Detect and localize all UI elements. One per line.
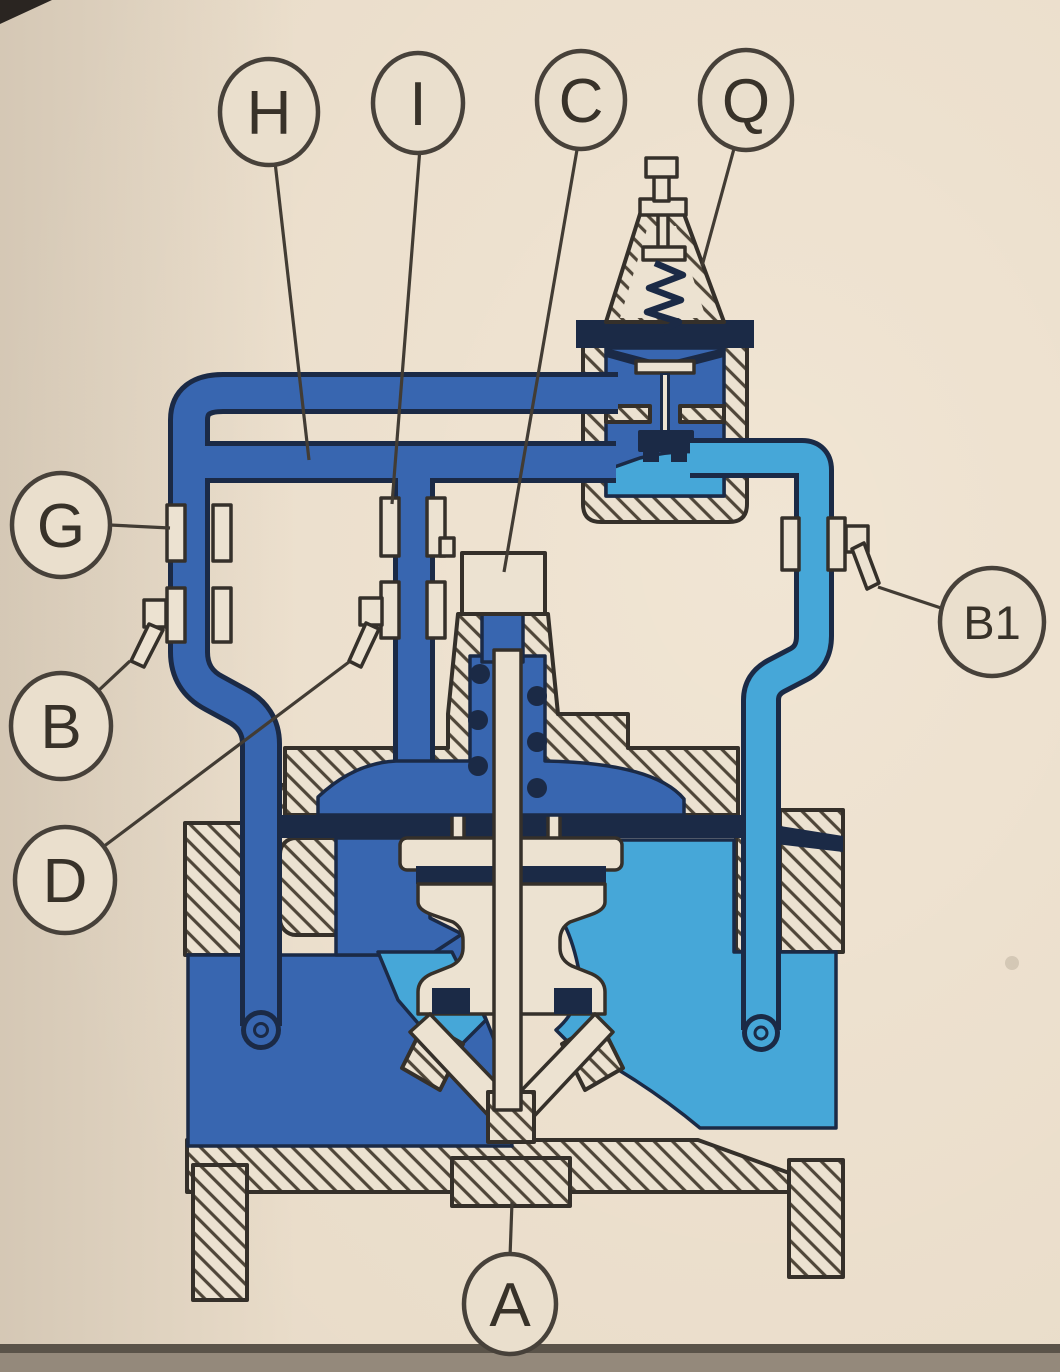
union-I: [379, 496, 456, 558]
photo-corner-shadow: [0, 0, 52, 24]
seat-seal: [554, 988, 592, 1014]
pilot-diaphragm-plate: [634, 359, 696, 375]
left-leg: [191, 1163, 249, 1302]
drain-boss: [450, 1156, 572, 1208]
callout-letter: B: [40, 693, 81, 762]
leader-G: [109, 523, 171, 530]
adjusting-rod: [656, 212, 670, 252]
callout-letter: A: [489, 1271, 531, 1340]
inlet-flange: [183, 821, 245, 957]
callout-letter: I: [409, 70, 426, 139]
callout-C: C: [534, 48, 628, 152]
pilot-bonnet-clamp: [576, 320, 754, 348]
pilot-spring: [643, 260, 687, 333]
high-pressure-pilot-piping: [168, 372, 618, 1050]
union-G: [165, 503, 233, 563]
callout-G: G: [9, 470, 113, 580]
callout-Q: Q: [697, 47, 795, 153]
bleed-cock-B: [129, 586, 233, 669]
callout-B1: B1: [937, 565, 1047, 679]
callout-I: I: [370, 50, 466, 156]
leader-A: [508, 1201, 514, 1258]
position-indicator-housing: [460, 551, 547, 616]
seat-seal: [432, 988, 470, 1014]
adjusting-screw-shank: [652, 173, 671, 203]
callout-letter: G: [37, 492, 85, 561]
leader-I: [390, 147, 422, 505]
spring-button: [641, 245, 687, 262]
leader-B1: [877, 585, 942, 610]
bleed-cock-B1: [780, 516, 881, 591]
leader-lines: [95, 143, 942, 1258]
callouts: H I C Q G B D B1 A: [8, 47, 1047, 1357]
reduced-pressure-pipe: [690, 438, 834, 1052]
fittings: [129, 496, 881, 669]
bleed-cock-D: [347, 580, 447, 669]
adjusting-screw-head: [644, 156, 679, 179]
callout-letter: B1: [963, 596, 1021, 649]
main-valve-stem: [492, 648, 523, 1112]
leader-C: [502, 143, 580, 573]
callout-letter: Q: [722, 67, 770, 136]
callout-A: A: [461, 1251, 559, 1357]
callout-letter: C: [559, 67, 604, 136]
leader-B: [95, 659, 132, 694]
callout-letter: D: [43, 847, 88, 916]
leader-Q: [700, 144, 737, 267]
leader-H: [273, 161, 311, 461]
paper-blemish: [1005, 956, 1019, 970]
right-leg: [787, 1158, 845, 1279]
callout-H: H: [217, 56, 321, 168]
callout-B: B: [8, 670, 114, 782]
callout-letter: H: [247, 79, 292, 148]
callout-D: D: [12, 824, 118, 936]
main-spring-coils: [468, 664, 547, 798]
leader-D: [102, 660, 350, 849]
pilot-seat-partition: [678, 404, 726, 424]
pilot-disc: [638, 430, 694, 452]
